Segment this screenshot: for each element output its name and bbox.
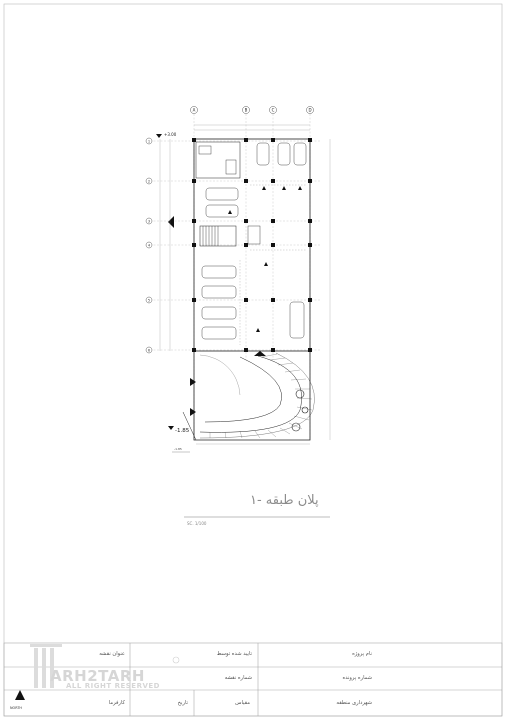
floor-plan xyxy=(150,114,320,441)
grid-label-5: 5 xyxy=(148,298,150,302)
grid-bubble-d xyxy=(306,106,314,114)
grid-label-4: 4 xyxy=(148,243,150,247)
grid-bubble-5 xyxy=(145,296,153,304)
grid-bubble-3 xyxy=(145,217,153,225)
room-fixture-2 xyxy=(225,159,237,175)
stair-core xyxy=(199,225,261,247)
scale-label: مقیاس xyxy=(235,700,250,706)
grid-bubble-labels: A B C D 1 2 3 4 5 6 xyxy=(148,108,312,353)
grid-bubble-4 xyxy=(145,241,153,249)
employer-label: کارفرما xyxy=(108,700,125,706)
ramp-arrows xyxy=(168,216,266,416)
logo-mark xyxy=(30,644,62,688)
svg-text:+3.00: +3.00 xyxy=(164,132,177,137)
slope-markers xyxy=(228,186,302,332)
copyright-icon xyxy=(172,656,180,664)
drawing-title-label: عنوان نقشه xyxy=(99,651,125,657)
grid-bubble-6 xyxy=(145,346,153,354)
entry-line xyxy=(182,411,197,441)
grid-label-b: B xyxy=(245,108,248,113)
columns xyxy=(192,138,312,352)
svg-text:-1.85: -1.85 xyxy=(174,447,182,451)
level-marker-top: +3.00 xyxy=(156,132,177,138)
approved-by-label: تایید شده توسط xyxy=(216,651,252,657)
grid-label-3: 3 xyxy=(148,219,150,223)
drawing-title: پلان طبقه -۱ xyxy=(250,493,319,508)
north-label: NORTH xyxy=(10,706,22,710)
grid-bubble-a xyxy=(190,106,198,114)
parking-right xyxy=(289,301,305,339)
drawing-number-label: شماره نقشه xyxy=(224,675,252,681)
grid-bubble-2 xyxy=(145,177,153,185)
grid-axes-vertical xyxy=(193,114,311,440)
date-label: تاریخ xyxy=(177,700,188,706)
grid-label-c: C xyxy=(272,108,275,113)
municipality-label: شهرداری منطقه xyxy=(336,700,372,706)
curved-ramp xyxy=(199,352,315,439)
file-number-label: شماره پرونده xyxy=(342,675,373,681)
parking-left xyxy=(201,187,239,340)
dimension-lines xyxy=(159,124,331,445)
grid-bubble-b xyxy=(242,106,250,114)
grid-bubble-1 xyxy=(145,137,153,145)
grid-bubble-c xyxy=(269,106,277,114)
grid-bubbles xyxy=(145,106,314,354)
title-block-grid xyxy=(3,642,503,717)
sheet-border xyxy=(3,3,503,717)
sump-symbols xyxy=(291,389,309,432)
grid-label-2: 2 xyxy=(148,179,150,183)
drawing-scale: SC. 1/100 xyxy=(187,521,207,526)
level-marker-bottom: -1.85 -1.85 xyxy=(168,426,190,453)
ramp-wall xyxy=(193,351,311,441)
svg-text:-1.85: -1.85 xyxy=(175,428,190,434)
parking-top xyxy=(256,142,307,166)
service-room xyxy=(195,141,241,179)
grid-label-6: 6 xyxy=(148,348,150,352)
grid-label-a: A xyxy=(193,108,196,113)
interior-lines xyxy=(239,184,306,345)
grid-label-1: 1 xyxy=(148,139,150,143)
north-arrow-icon xyxy=(15,690,25,700)
grid-axes-horizontal xyxy=(150,140,320,351)
project-name-label: نام پروژه xyxy=(352,651,372,657)
logo-name: ARH2TARH xyxy=(50,667,145,685)
room-fixture xyxy=(198,145,212,155)
logo-subtitle: ALL RIGHT RESERVED xyxy=(66,682,160,690)
grid-label-d: D xyxy=(308,108,311,113)
